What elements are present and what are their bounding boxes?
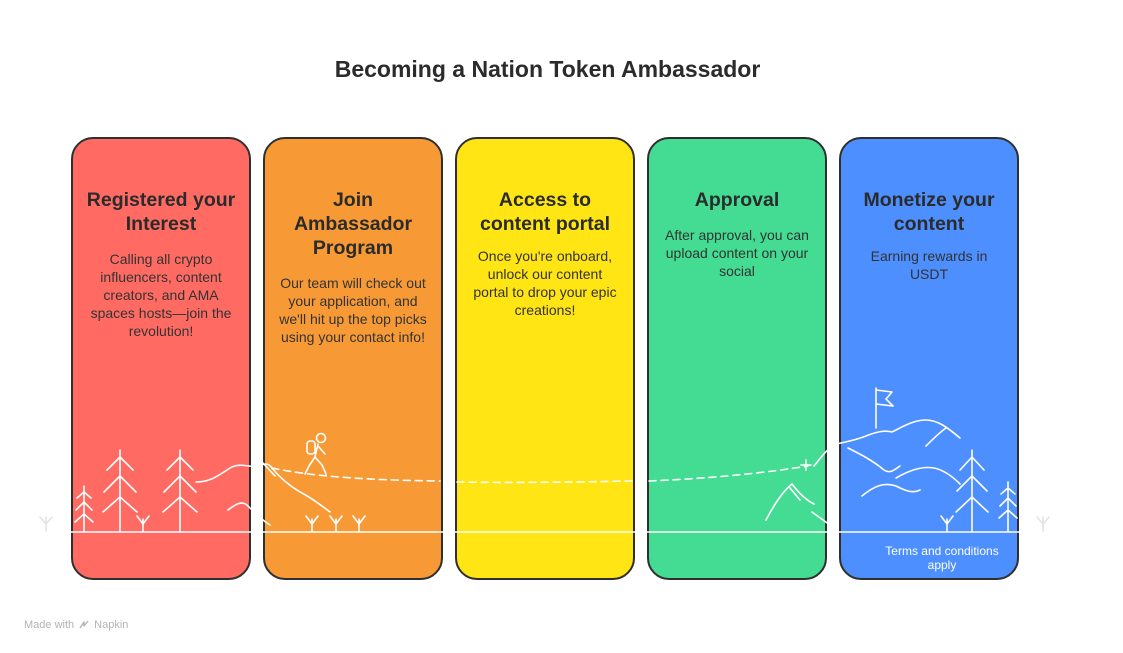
- step-description: After approval, you can upload content o…: [665, 227, 809, 279]
- step-description: Once you're onboard, unlock our content …: [473, 248, 617, 318]
- step-card-approval: Approval After approval, you can upload …: [647, 137, 827, 580]
- made-with-label: Made with: [24, 619, 75, 631]
- grass-sprout-icon: [39, 516, 53, 532]
- brand-name: Napkin: [94, 619, 129, 631]
- step-card-registered-interest: Registered your Interest Calling all cry…: [71, 137, 251, 580]
- footer-attribution: Made with Napkin: [24, 619, 128, 631]
- napkin-logo-icon: [79, 620, 89, 629]
- step-description: Earning rewards in USDT: [870, 248, 988, 282]
- step-description: Our team will check out your application…: [279, 275, 427, 345]
- step-card-join-program: Join Ambassador Program Our team will ch…: [263, 137, 443, 580]
- step-card-content-portal: Access to content portal Once you're onb…: [455, 137, 635, 580]
- step-heading: Join Ambassador Program: [293, 189, 413, 259]
- grass-sprout-icon: [1036, 516, 1050, 532]
- step-description: Calling all crypto influencers, content …: [90, 251, 232, 339]
- step-heading: Registered your Interest: [86, 189, 236, 235]
- step-heading: Monetize your content: [863, 189, 995, 235]
- step-heading: Approval: [694, 189, 780, 211]
- diagram-title: Becoming a Nation Token Ambassador: [334, 56, 761, 82]
- step-card-monetize: Monetize your content Earning rewards in…: [839, 137, 1019, 580]
- step-heading: Access to content portal: [480, 189, 610, 235]
- terms-note: Terms and conditions apply: [885, 544, 999, 572]
